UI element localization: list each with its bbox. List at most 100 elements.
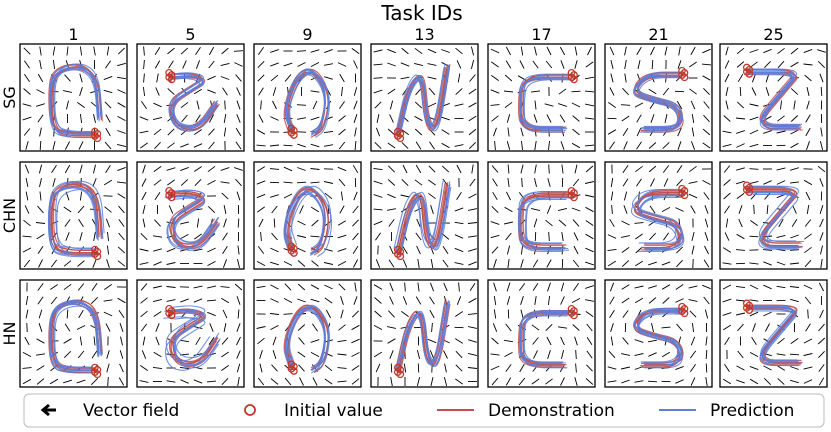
vector-arrow (559, 46, 566, 56)
vector-arrow (749, 168, 759, 170)
vector-arrow (354, 127, 357, 137)
vector-arrow (353, 296, 358, 305)
vector-arrow (312, 377, 318, 386)
vector-arrow (207, 247, 216, 253)
vector-arrow (789, 249, 800, 251)
legend-frame (23, 393, 825, 428)
vector-arrow (441, 49, 450, 53)
vector-arrow (689, 310, 697, 318)
vector-arrow (374, 297, 382, 304)
vector-arrow (93, 46, 96, 56)
vector-arrow (441, 129, 450, 135)
panel-hn-5 (136, 279, 245, 388)
panel-frame (253, 279, 362, 388)
vector-arrow (621, 260, 630, 267)
vector-arrow (558, 219, 567, 227)
vector-arrow (690, 100, 696, 110)
vector-arrow (341, 86, 343, 97)
vector-arrow (467, 313, 478, 315)
vector-arrow (676, 164, 683, 174)
vector-arrow (520, 245, 524, 255)
vector-arrow (351, 324, 360, 331)
vector-arrow (623, 191, 628, 201)
legend: Vector field Initial value Demonstration… (23, 393, 825, 428)
initial-value-marker (290, 367, 298, 375)
vector-arrow (622, 165, 629, 173)
vector-arrow (236, 100, 241, 110)
vector-arrow (373, 167, 383, 171)
vector-arrow (427, 48, 437, 54)
vector-arrow (623, 205, 628, 214)
vector-arrow (506, 114, 511, 123)
panel-frame (136, 161, 245, 270)
vector-arrow (675, 379, 684, 384)
vector-arrow (622, 337, 629, 345)
vector-arrow (724, 73, 730, 83)
initial-value-marker (745, 306, 754, 314)
vector-arrow (105, 114, 111, 123)
vector-arrow (790, 167, 799, 171)
vector-arrow (168, 60, 174, 69)
vector-arrow (818, 323, 825, 332)
vector-arrow (609, 218, 615, 228)
vector-arrow (724, 232, 730, 241)
vector-arrow (505, 60, 512, 69)
vector-arrow (611, 204, 613, 215)
vector-arrow (402, 296, 408, 305)
vector-arrow (585, 311, 594, 317)
vector-arrow (763, 261, 772, 266)
vector-arrow (763, 377, 772, 386)
vector-arrow (585, 181, 594, 184)
vector-arrow (468, 128, 477, 136)
vector-arrow (749, 311, 759, 317)
vector-arrow (195, 60, 201, 69)
vector-arrow (117, 102, 126, 108)
vector-arrow (283, 181, 293, 184)
vector-arrow (494, 140, 496, 151)
vector-arrow (283, 261, 293, 266)
vector-arrow (153, 102, 162, 108)
vector-arrow (792, 205, 797, 214)
vector-arrow (64, 219, 71, 227)
vector-arrow (77, 205, 85, 214)
vector-arrow (153, 128, 162, 136)
vector-arrow (117, 76, 126, 80)
vector-arrow (560, 141, 565, 150)
legend-label-prediction: Prediction (710, 401, 794, 421)
vector-arrow (725, 218, 729, 228)
vector-arrow (117, 62, 126, 67)
vector-arrow (166, 247, 176, 253)
vector-arrow (534, 46, 537, 56)
vector-arrow (90, 296, 99, 305)
vector-arrow (373, 194, 383, 198)
legend-item-initial-value: Initial value (244, 401, 383, 421)
vector-arrow (194, 178, 202, 187)
vector-arrow (790, 61, 799, 68)
vector-arrow (470, 46, 475, 56)
vector-arrow (675, 284, 684, 290)
vector-arrow (454, 144, 464, 147)
vector-arrow (805, 114, 811, 123)
prediction-trajectory (630, 194, 678, 252)
vector-arrow (444, 363, 447, 373)
vector-arrow (571, 102, 581, 108)
vector-arrow (491, 115, 499, 122)
vector-arrow (223, 114, 227, 123)
vector-arrow (703, 259, 710, 268)
vector-arrow (140, 365, 148, 371)
vector-arrow (725, 46, 729, 56)
vector-arrow (622, 127, 629, 137)
vector-arrow (207, 261, 216, 266)
legend-item-demonstration: Demonstration (437, 401, 615, 421)
vector-arrow (206, 285, 217, 289)
prediction-trajectory (173, 317, 220, 369)
vector-arrow (609, 46, 615, 56)
vector-arrow (403, 363, 407, 373)
vector-arrow (296, 181, 307, 184)
vector-arrow (704, 232, 709, 241)
vector-arrow (467, 352, 478, 357)
vector-arrow (324, 284, 333, 290)
vector-arrow (404, 282, 406, 292)
initial-value-marker (93, 370, 102, 379)
